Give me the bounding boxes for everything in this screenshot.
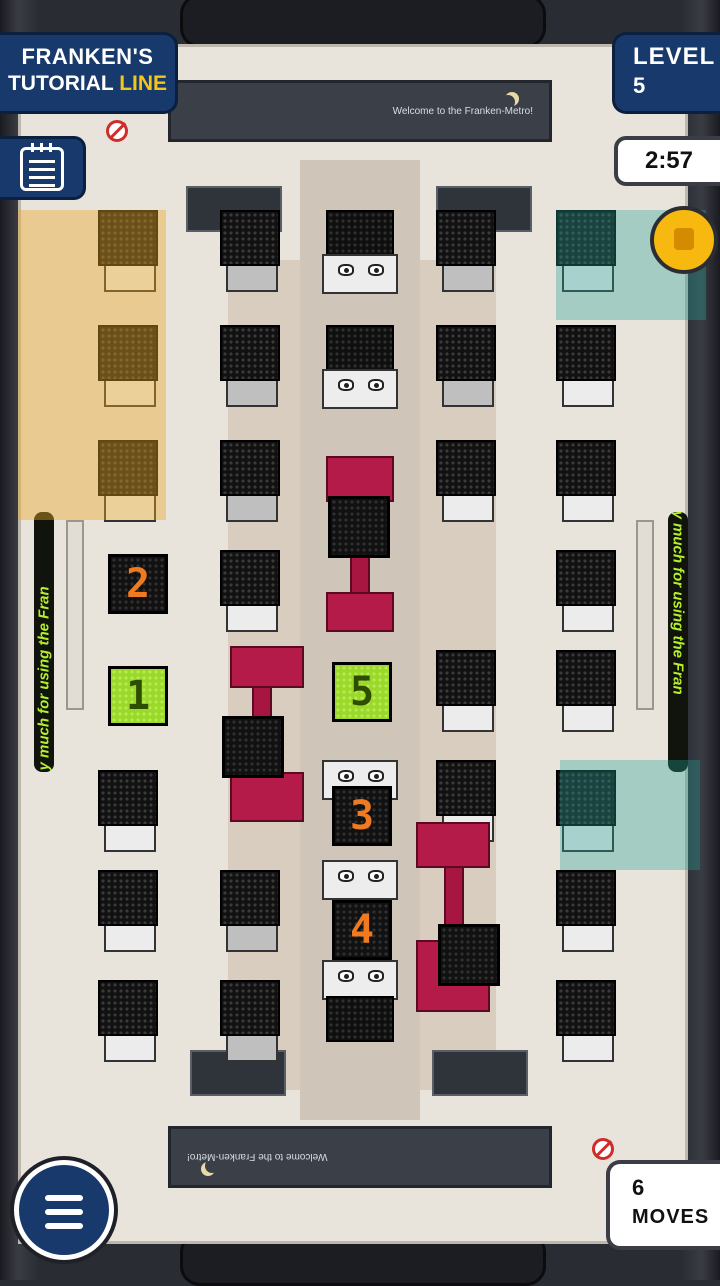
cart-screen — [222, 716, 284, 778]
seated-robot — [98, 980, 162, 1064]
no-smoking-icon — [592, 1138, 614, 1160]
marquee-right-text: y much for using the Fran — [669, 512, 687, 695]
poster — [432, 1050, 528, 1096]
schedule-button[interactable] — [0, 136, 86, 200]
level-value: 5 — [633, 73, 646, 98]
seated-robot — [556, 980, 620, 1064]
red-cart[interactable] — [326, 592, 394, 632]
line-title-line2: TUTORIAL LINE — [0, 71, 175, 97]
passenger-robot[interactable] — [322, 325, 398, 411]
seated-robot — [220, 870, 284, 954]
seated-robot — [556, 210, 620, 294]
passenger-robot[interactable] — [322, 860, 398, 946]
welcome-banner-bottom-text: Welcome to the Franken-Metro! — [187, 1151, 328, 1162]
red-cart[interactable] — [230, 646, 304, 688]
metro-keeper-badge-icon[interactable] — [650, 206, 718, 274]
seated-robot — [556, 550, 620, 634]
seated-robot — [556, 770, 620, 854]
red-cart-arm — [444, 866, 464, 926]
top-bogie — [180, 0, 546, 48]
moves-label: MOVES — [632, 1206, 710, 1228]
cart-screen — [438, 924, 500, 986]
marquee-left-text: y much for using the Fran — [35, 586, 53, 771]
seated-robot — [436, 325, 500, 409]
number-tile-2[interactable]: 2 — [108, 554, 168, 614]
seated-robot — [556, 325, 620, 409]
seated-robot — [220, 440, 284, 524]
level-panel: LEVEL 5 — [612, 32, 720, 114]
seated-robot — [436, 440, 500, 524]
seated-robot — [98, 325, 162, 409]
line-title-line: LINE — [119, 72, 168, 95]
no-smoking-icon — [106, 120, 128, 142]
led-marquee-right: y much for using the Fran — [668, 512, 688, 772]
zone-highlight-orange — [18, 210, 166, 520]
seated-robot — [436, 650, 500, 734]
passenger-robot[interactable] — [322, 210, 398, 296]
seated-robot — [220, 325, 284, 409]
seated-robot — [98, 440, 162, 524]
seated-robot — [220, 210, 284, 294]
number-tile-1[interactable]: 1 — [108, 666, 168, 726]
cart-screen — [328, 496, 390, 558]
red-cart[interactable] — [416, 822, 490, 868]
seated-robot — [98, 870, 162, 954]
line-title-line1: FRANKEN'S — [21, 44, 154, 69]
seated-robot — [220, 550, 284, 634]
level-label: LEVEL — [633, 43, 716, 70]
welcome-banner-top-text: Welcome to the Franken-Metro! — [392, 106, 533, 117]
door-right — [636, 520, 654, 710]
zone-highlight-teal — [560, 760, 700, 870]
number-tile-4[interactable]: 4 — [332, 900, 392, 960]
seated-robot — [556, 440, 620, 524]
hamburger-icon — [45, 1195, 83, 1201]
seated-robot — [436, 760, 500, 844]
led-marquee-left: y much for using the Fran — [34, 512, 54, 772]
red-cart[interactable] — [230, 772, 304, 822]
line-title-panel: FRANKEN'S TUTORIAL LINE — [0, 32, 178, 114]
line-title-tutorial: TUTORIAL — [7, 72, 114, 95]
seated-robot — [556, 870, 620, 954]
welcome-banner-top: Welcome to the Franken-Metro! — [168, 80, 552, 142]
seated-robot — [220, 980, 284, 1064]
calendar-icon — [20, 143, 64, 191]
door-left — [66, 520, 84, 710]
number-tile-5[interactable]: 5 — [332, 662, 392, 722]
seated-robot — [98, 770, 162, 854]
moves-panel: 6 MOVES — [606, 1160, 720, 1250]
moves-value: 6 — [632, 1175, 645, 1200]
welcome-banner-bottom: Welcome to the Franken-Metro! — [168, 1126, 552, 1188]
passenger-robot[interactable] — [322, 960, 398, 1046]
seated-robot — [98, 210, 162, 294]
seated-robot — [556, 650, 620, 734]
number-tile-3[interactable]: 3 — [332, 786, 392, 846]
seated-robot — [436, 210, 500, 294]
timer: 2:57 — [614, 136, 720, 186]
menu-button[interactable] — [14, 1160, 114, 1260]
